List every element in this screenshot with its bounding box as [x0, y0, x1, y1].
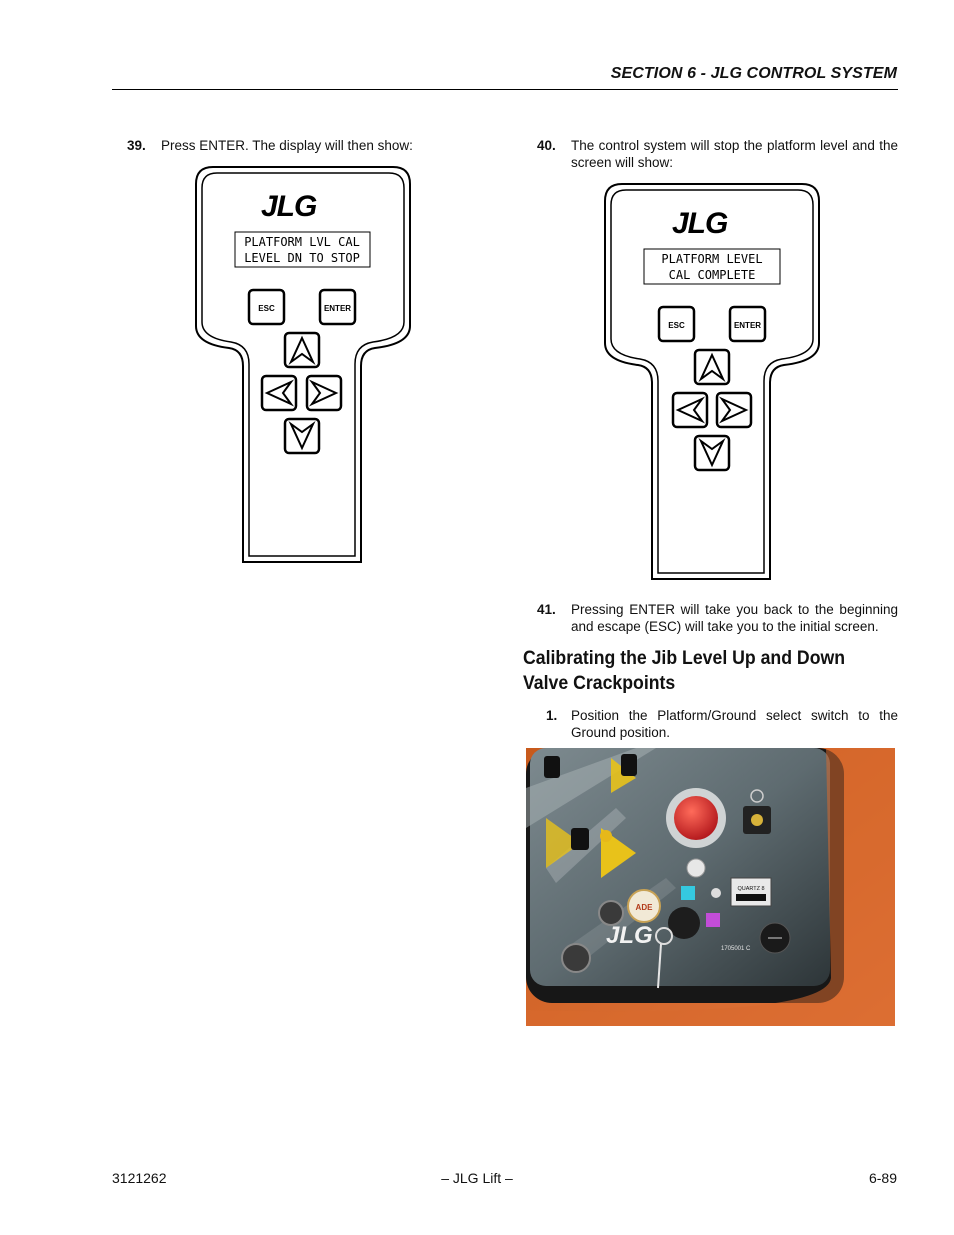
- handheld-analyzer-1: JLG PLATFORM LVL CAL LEVEL DN TO STOP ES…: [195, 166, 411, 564]
- up-arrow-button[interactable]: [693, 348, 731, 386]
- footer-center: – JLG Lift –: [441, 1170, 513, 1186]
- left-arrow-icon: [675, 396, 706, 424]
- svg-text:ESC: ESC: [668, 321, 685, 330]
- lcd-line-1: PLATFORM LEVEL: [661, 252, 762, 266]
- left-arrow-button[interactable]: [260, 374, 298, 412]
- header-rule: [112, 89, 898, 90]
- step-39: 39. Press ENTER. The display will then s…: [127, 137, 427, 157]
- step-text: Pressing ENTER will take you back to the…: [571, 602, 898, 634]
- jlg-logo: JLG: [261, 190, 317, 223]
- section-heading: Calibrating the Jib Level Up and Down Va…: [523, 648, 846, 694]
- left-arrow-icon: [264, 379, 295, 407]
- esc-button[interactable]: ESC: [247, 288, 286, 326]
- ground-control-panel-photo: QUARTZ 8 ADE JLG 1705001 C: [526, 748, 895, 1026]
- enter-button[interactable]: ENTER: [318, 288, 357, 326]
- lcd-line-2: LEVEL DN TO STOP: [244, 251, 360, 265]
- down-arrow-button[interactable]: [283, 417, 321, 455]
- page-number: 6-89: [868, 1170, 897, 1186]
- step-40: 40. The control system will stop the pla…: [537, 137, 898, 177]
- left-arrow-button[interactable]: [671, 391, 709, 429]
- lcd-line-2: CAL COMPLETE: [669, 268, 756, 282]
- up-arrow-icon: [288, 335, 316, 366]
- step-41: 41. Pressing ENTER will take you back to…: [537, 601, 898, 641]
- svg-text:ENTER: ENTER: [324, 304, 351, 313]
- panel-code: 1705001 C: [721, 946, 751, 952]
- esc-button[interactable]: ESC: [657, 305, 696, 343]
- hour-meter-label: QUARTZ 8: [737, 886, 764, 892]
- svg-text:ENTER: ENTER: [734, 321, 761, 330]
- step-number: 1.: [546, 708, 558, 723]
- step-text: The control system will stop the platfor…: [571, 138, 898, 170]
- right-arrow-icon: [718, 396, 749, 424]
- step-number: 39.: [127, 138, 146, 153]
- badge-text: ADE: [636, 903, 654, 912]
- jlg-logo: JLG: [606, 922, 653, 949]
- lcd-line-1: PLATFORM LVL CAL: [244, 235, 360, 249]
- down-arrow-button[interactable]: [693, 434, 731, 472]
- step-1: 1. Position the Platform/Ground select s…: [546, 707, 898, 747]
- step-text: Position the Platform/Ground select swit…: [571, 708, 898, 740]
- right-arrow-button[interactable]: [715, 391, 753, 429]
- step-number: 41.: [537, 602, 556, 617]
- svg-text:ESC: ESC: [258, 304, 275, 313]
- step-number: 40.: [537, 138, 556, 153]
- step-text: Press ENTER. The display will then show:: [161, 138, 413, 153]
- right-arrow-button[interactable]: [305, 374, 343, 412]
- jlg-logo: JLG: [672, 207, 728, 240]
- section-header: SECTION 6 - JLG CONTROL SYSTEM: [610, 65, 897, 82]
- up-arrow-icon: [698, 352, 726, 383]
- right-arrow-icon: [308, 379, 339, 407]
- down-arrow-icon: [698, 437, 726, 468]
- enter-button[interactable]: ENTER: [728, 305, 767, 343]
- down-arrow-icon: [288, 420, 316, 451]
- handheld-analyzer-2: JLG PLATFORM LEVEL CAL COMPLETE ESC ENTE…: [604, 183, 820, 581]
- footer-doc-number: 3121262: [112, 1170, 167, 1186]
- emergency-stop-icon: [674, 796, 718, 840]
- up-arrow-button[interactable]: [283, 331, 321, 369]
